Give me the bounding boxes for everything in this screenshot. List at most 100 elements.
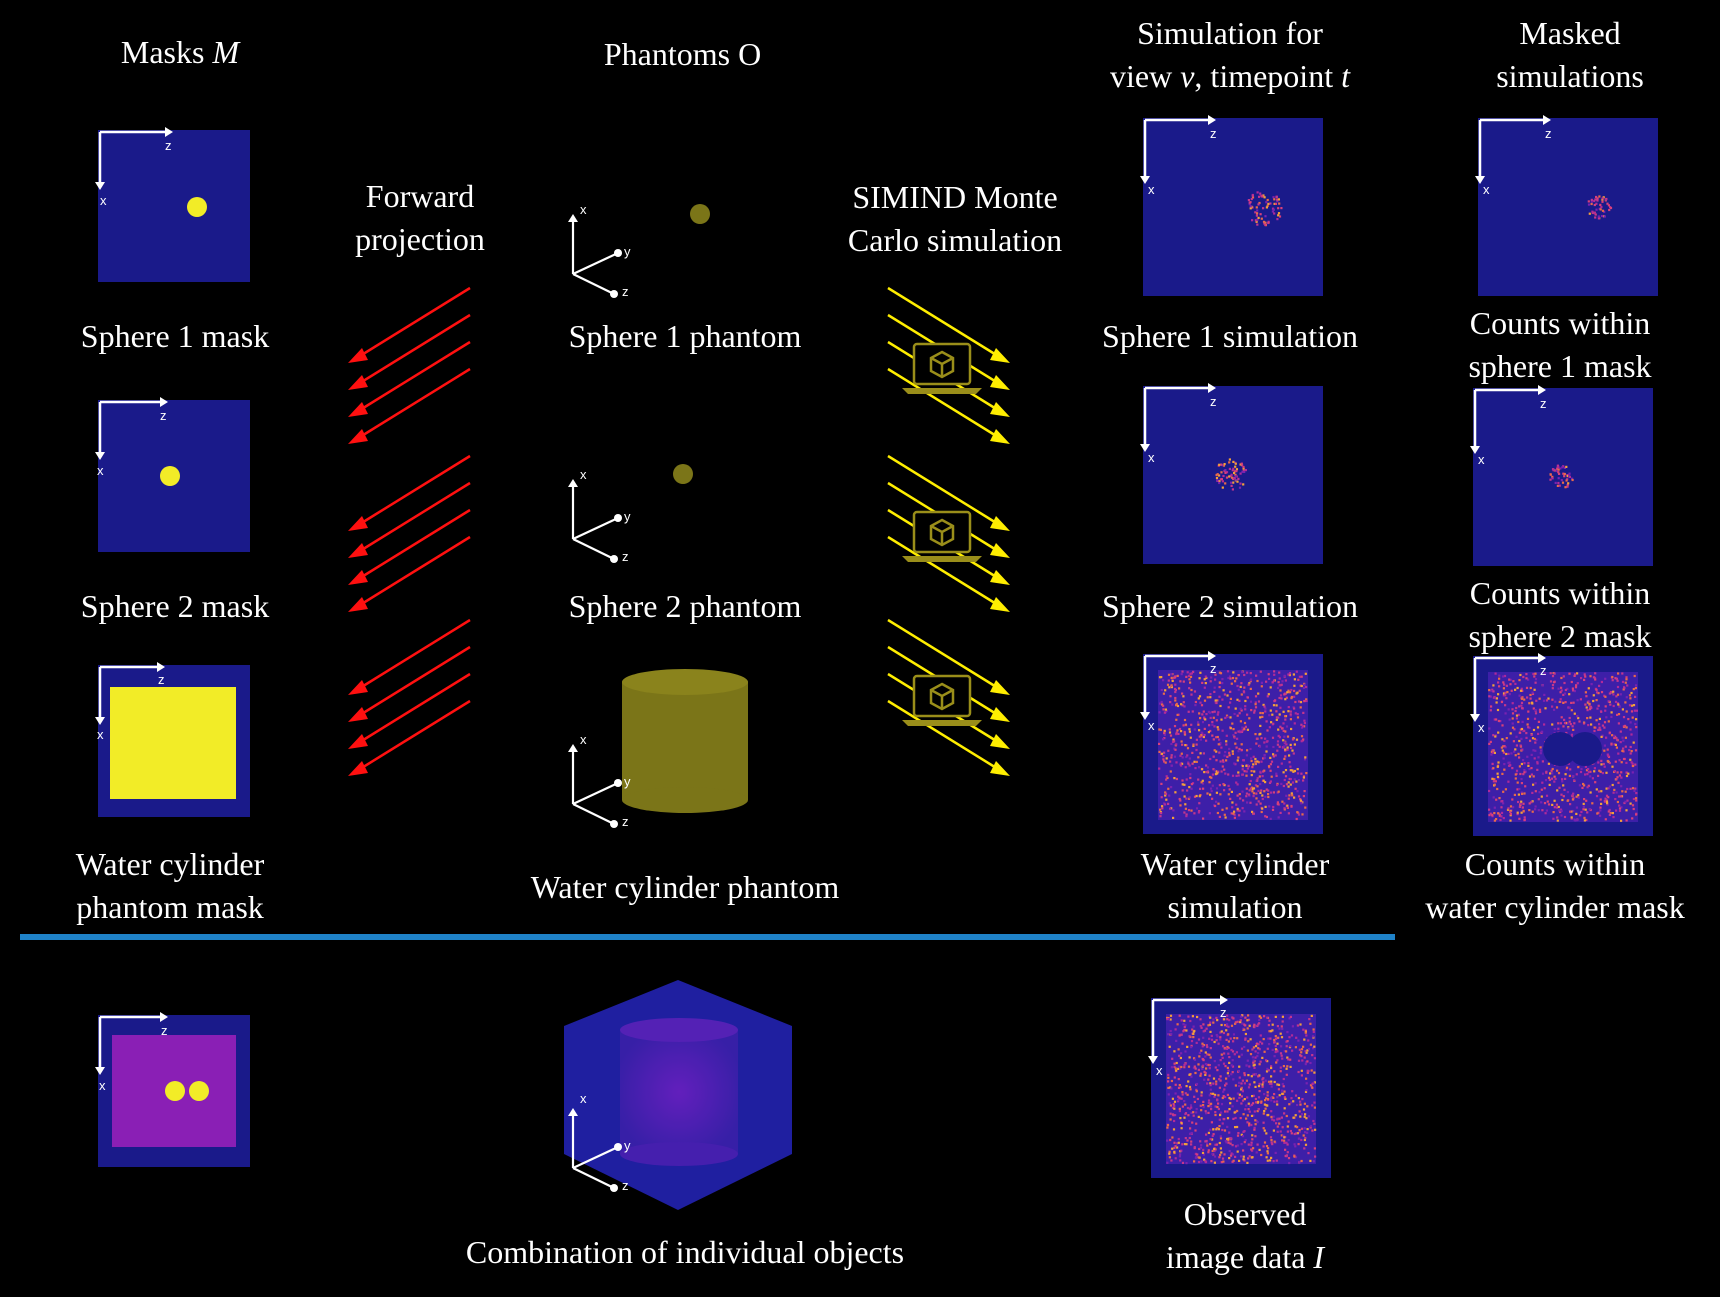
count-pixel — [1209, 1128, 1212, 1131]
count-pixel — [1296, 713, 1299, 716]
count-pixel — [1167, 673, 1171, 676]
count-pixel — [1566, 791, 1569, 794]
count-pixel — [1206, 792, 1209, 795]
count-pixel — [1616, 738, 1619, 741]
count-pixel — [1262, 207, 1265, 210]
count-pixel — [1592, 699, 1595, 703]
count-pixel — [1226, 1117, 1230, 1120]
count-pixel — [1276, 801, 1279, 804]
count-pixel — [1218, 1118, 1221, 1121]
count-pixel — [1590, 198, 1593, 201]
count-pixel — [1174, 696, 1177, 700]
count-pixel — [1252, 1064, 1255, 1067]
count-pixel — [1169, 1014, 1173, 1017]
count-pixel — [1174, 690, 1177, 694]
count-pixel — [1562, 472, 1565, 475]
count-pixel — [1246, 1121, 1249, 1124]
count-pixel — [1300, 735, 1304, 738]
count-pixel — [1266, 1094, 1269, 1097]
count-pixel — [1248, 717, 1251, 720]
count-pixel — [1213, 1149, 1216, 1153]
count-pixel — [1218, 1125, 1221, 1128]
count-pixel — [1284, 715, 1287, 718]
count-pixel — [1613, 743, 1616, 746]
count-pixel — [1235, 774, 1238, 777]
count-pixel — [1590, 202, 1593, 206]
count-pixel — [1239, 685, 1242, 688]
count-pixel — [1300, 1113, 1304, 1116]
count-pixel — [1566, 799, 1569, 802]
count-pixel — [1288, 1036, 1291, 1039]
count-pixel — [1256, 679, 1259, 683]
count-pixel — [1614, 760, 1617, 763]
count-pixel — [1208, 781, 1211, 784]
count-pixel — [1225, 1077, 1228, 1080]
count-pixel — [1520, 811, 1523, 814]
count-pixel — [1547, 776, 1551, 779]
count-pixel — [1264, 805, 1267, 808]
count-pixel — [1175, 1069, 1178, 1072]
count-pixel — [1560, 676, 1563, 680]
count-pixel — [1551, 723, 1554, 726]
count-pixel — [1199, 738, 1202, 741]
count-pixel — [1207, 1149, 1210, 1152]
count-pixel — [1571, 774, 1574, 778]
count-pixel — [1300, 1055, 1303, 1058]
laptop-cube-icon — [902, 510, 982, 562]
count-pixel — [1232, 460, 1235, 463]
count-pixel — [1240, 1133, 1243, 1136]
count-pixel — [1575, 795, 1578, 798]
count-pixel — [1229, 1139, 1233, 1142]
count-pixel — [1593, 770, 1596, 773]
count-pixel — [1240, 1015, 1243, 1018]
count-pixel — [1264, 781, 1267, 784]
count-pixel — [1619, 693, 1622, 696]
simind-arrows-row3 — [887, 618, 1010, 776]
count-pixel — [1163, 803, 1167, 806]
count-pixel — [1259, 783, 1262, 786]
count-pixel — [1538, 697, 1541, 700]
count-pixel — [1186, 1139, 1189, 1142]
count-pixel — [1253, 1110, 1256, 1113]
count-pixel — [1258, 1148, 1261, 1151]
count-pixel — [1298, 689, 1301, 692]
view-word: view — [1110, 58, 1173, 94]
count-pixel — [1207, 731, 1210, 734]
count-pixel — [1261, 807, 1264, 810]
count-pixel — [1612, 791, 1615, 794]
count-pixel — [1209, 1088, 1212, 1091]
count-pixel — [1570, 709, 1573, 712]
count-pixel — [1618, 804, 1621, 807]
count-pixel — [1283, 745, 1286, 748]
count-pixel — [1236, 807, 1239, 810]
count-pixel — [1271, 1048, 1274, 1051]
count-pixel — [1270, 1066, 1273, 1070]
count-pixel — [1227, 1046, 1230, 1050]
count-pixel — [1239, 472, 1242, 475]
count-pixel — [1615, 791, 1618, 794]
count-pixel — [1523, 816, 1526, 819]
count-pixel — [1248, 1122, 1251, 1125]
count-pixel — [1209, 696, 1212, 699]
count-pixel — [1548, 778, 1551, 781]
count-pixel — [1234, 473, 1237, 476]
count-pixel — [1201, 721, 1205, 724]
count-pixel — [1543, 693, 1546, 696]
count-pixel — [1270, 1110, 1273, 1113]
count-pixel — [1278, 684, 1281, 687]
count-pixel — [1229, 716, 1232, 719]
count-pixel — [1177, 732, 1180, 735]
count-pixel — [1304, 1090, 1308, 1093]
count-pixel — [1246, 671, 1249, 674]
count-pixel — [1214, 1066, 1217, 1069]
count-pixel — [1568, 475, 1571, 478]
count-pixel — [1586, 811, 1589, 814]
simulation-header-line2: view v, timepoint t — [1070, 55, 1390, 98]
count-pixel — [1272, 1129, 1275, 1132]
count-pixel — [1287, 710, 1290, 713]
count-pixel — [1202, 1044, 1206, 1047]
count-pixel — [1237, 688, 1240, 691]
count-pixel — [1215, 1033, 1218, 1037]
count-pixel — [1302, 1028, 1305, 1031]
count-pixel — [1274, 1037, 1278, 1040]
